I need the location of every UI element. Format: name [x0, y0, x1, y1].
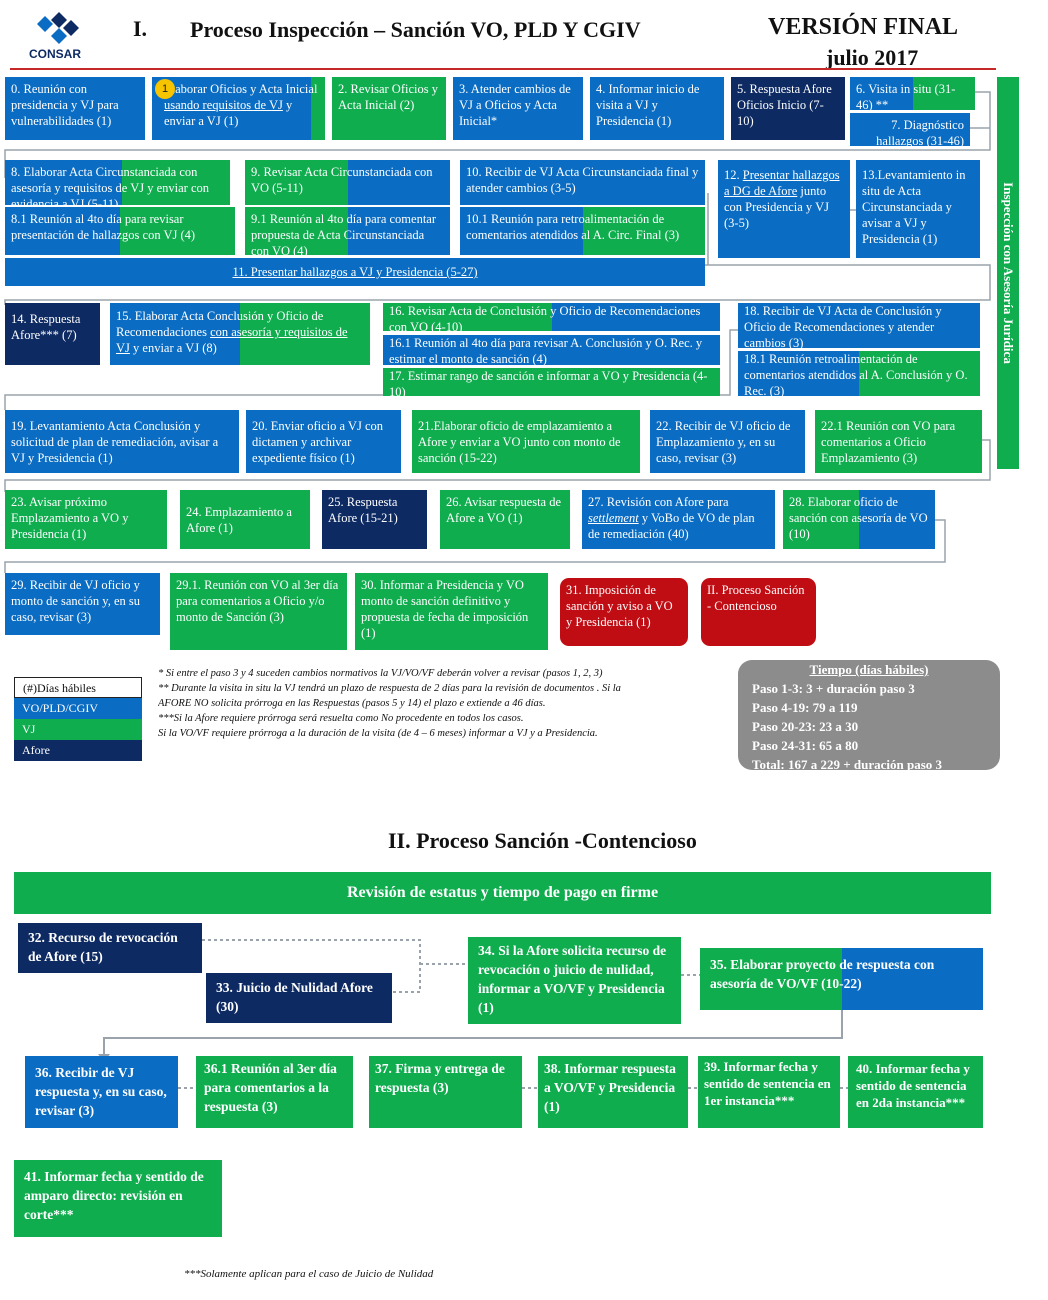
version-label: VERSIÓN FINAL [768, 14, 959, 40]
legend-afore: Afore [14, 740, 142, 761]
step-36[interactable]: 36. Recibir de VJ respuesta y, en su cas… [25, 1056, 178, 1128]
step-36-1[interactable]: 36.1 Reunión al 3er día para comentarios… [196, 1056, 353, 1128]
version-date: julio 2017 [826, 45, 919, 70]
step-39[interactable]: 39. Informar fecha y sentido de sentenci… [698, 1056, 840, 1128]
step-17[interactable]: 17. Estimar rango de sanción e informar … [383, 368, 720, 396]
step-4[interactable]: 4. Informar inicio de visita a VJ y Pres… [590, 77, 724, 140]
step-1-badge: 1 [155, 79, 175, 99]
step-1[interactable]: Elaborar Oficios y Acta Inicial usando r… [152, 77, 325, 140]
section2-title: II. Proceso Sanción -Contencioso [388, 828, 697, 853]
logo-text: CONSAR [29, 47, 81, 61]
step-6[interactable]: 6. Visita in situ (31-46) ** [850, 77, 975, 110]
step-29-1[interactable]: 29.1. Reunión con VO al 3er día para com… [170, 573, 347, 650]
step-41[interactable]: 41. Informar fecha y sentido de amparo d… [14, 1160, 222, 1237]
time-summary: Tiempo (días hábiles) Paso 1-3: 3 + dura… [738, 660, 1000, 772]
step-34[interactable]: 34. Si la Afore solicita recurso de revo… [468, 937, 681, 1024]
legal-advisory-label: Inspección con Asesoría Jurídica [1001, 182, 1016, 364]
step-13[interactable]: 13.Levantamiento in situ de Acta Circuns… [856, 160, 980, 258]
legend: (#)Días hábiles VO/PLD/CGIV VJ Afore [14, 677, 142, 761]
step-16[interactable]: 16. Revisar Acta de Conclusión y Oficio … [383, 303, 720, 331]
step-10-1[interactable]: 10.1 Reunión para retroalimentación de c… [460, 207, 705, 255]
legend-vo: VO/PLD/CGIV [14, 698, 142, 719]
step-28[interactable]: 28. Elaborar oficio de sanción con aseso… [783, 490, 935, 549]
step-31[interactable]: 31. Imposición de sanción y aviso a VO y… [560, 578, 688, 646]
step-29[interactable]: 29. Recibir de VJ oficio y monto de sanc… [5, 573, 160, 635]
step-40[interactable]: 40. Informar fecha y sentido de sentenci… [848, 1056, 983, 1128]
step-22-1[interactable]: 22.1 Reunión con VO para comentarios a O… [815, 410, 982, 473]
step-35[interactable]: 35. Elaborar proyecto de respuesta con a… [700, 948, 983, 1010]
step-30[interactable]: 30. Informar a Presidencia y VO monto de… [355, 573, 548, 650]
step-22[interactable]: 22. Recibir de VJ oficio de Emplazamient… [650, 410, 805, 473]
step-15[interactable]: 15. Elaborar Acta Conclusión y Oficio de… [110, 303, 370, 365]
step-33[interactable]: 33. Juicio de Nulidad Afore (30) [206, 973, 392, 1023]
step-5[interactable]: 5. Respuesta Afore Oficios Inicio (7-10) [731, 77, 845, 140]
step-10[interactable]: 10. Recibir de VJ Acta Circunstanciada f… [460, 160, 705, 205]
step-26[interactable]: 26. Avisar respuesta de Afore a VO (1) [440, 490, 570, 549]
step-20[interactable]: 20. Enviar oficio a VJ con dictamen y ar… [246, 410, 401, 473]
legal-advisory-bar [997, 77, 1019, 469]
step-18-1[interactable]: 18.1 Reunión retroalimentación de coment… [738, 351, 980, 396]
step-2[interactable]: 2. Revisar Oficios y Acta Inicial (2) [332, 77, 446, 140]
status-bar: Revisión de estatus y tiempo de pago en … [14, 872, 991, 914]
step-9[interactable]: 9. Revisar Acta Circunstanciada con VO (… [245, 160, 450, 205]
page-title: Proceso Inspección – Sanción VO, PLD Y C… [190, 17, 641, 42]
step-21[interactable]: 21.Elaborar oficio de emplazamiento a Af… [412, 410, 640, 473]
step-ii-link[interactable]: II. Proceso Sanción - Contencioso [701, 578, 816, 646]
step-14[interactable]: 14. Respuesta Afore*** (7) [5, 303, 100, 365]
connectors-section2 [98, 939, 848, 1089]
header-rule [10, 68, 996, 70]
section-roman: I. [133, 16, 148, 41]
connectors [4, 91, 991, 573]
step-12[interactable]: 12. Presentar hallazgos a DG de Afore ju… [718, 160, 850, 258]
step-24[interactable]: 24. Emplazamiento a Afore (1) [180, 490, 310, 549]
step-11[interactable]: 11. Presentar hallazgos a VJ y Presidenc… [5, 258, 705, 286]
step-16-1[interactable]: 16.1 Reunión al 4to día para revisar A. … [383, 335, 720, 365]
step-0[interactable]: 0. Reunión con presidencia y VJ para vul… [5, 77, 145, 140]
step-3[interactable]: 3. Atender cambios de VJ a Oficios y Act… [453, 77, 583, 140]
consar-logo: CONSAR [29, 12, 81, 61]
step-23[interactable]: 23. Avisar próximo Emplazamiento a VO y … [5, 490, 167, 549]
step-32[interactable]: 32. Recurso de revocación de Afore (15) [18, 923, 202, 973]
step-27[interactable]: 27. Revisión con Afore para settlement y… [582, 490, 775, 549]
legend-vj: VJ [14, 719, 142, 740]
step-18[interactable]: 18. Recibir de VJ Acta de Conclusión y O… [738, 303, 980, 348]
step-8[interactable]: 8. Elaborar Acta Circunstanciada con ase… [5, 160, 230, 205]
step-25[interactable]: 25. Respuesta Afore (15-21) [322, 490, 427, 549]
step-7[interactable]: 7. Diagnóstico hallazgos (31-46) [850, 113, 970, 146]
legend-days: (#)Días hábiles [14, 677, 142, 698]
step-8-1[interactable]: 8.1 Reunión al 4to día para revisar pres… [5, 207, 235, 255]
step-38[interactable]: 38. Informar respuesta a VO/VF y Preside… [538, 1056, 688, 1128]
step-9-1[interactable]: 9.1 Reunión al 4to día para comentar pro… [245, 207, 450, 255]
step-19[interactable]: 19. Levantamiento Acta Conclusión y soli… [5, 410, 239, 473]
footnote: ***Solamente aplican para el caso de Jui… [184, 1268, 434, 1280]
notes: * Si entre el paso 3 y 4 suceden cambios… [158, 668, 621, 739]
step-37[interactable]: 37. Firma y entrega de respuesta (3) [369, 1056, 522, 1128]
